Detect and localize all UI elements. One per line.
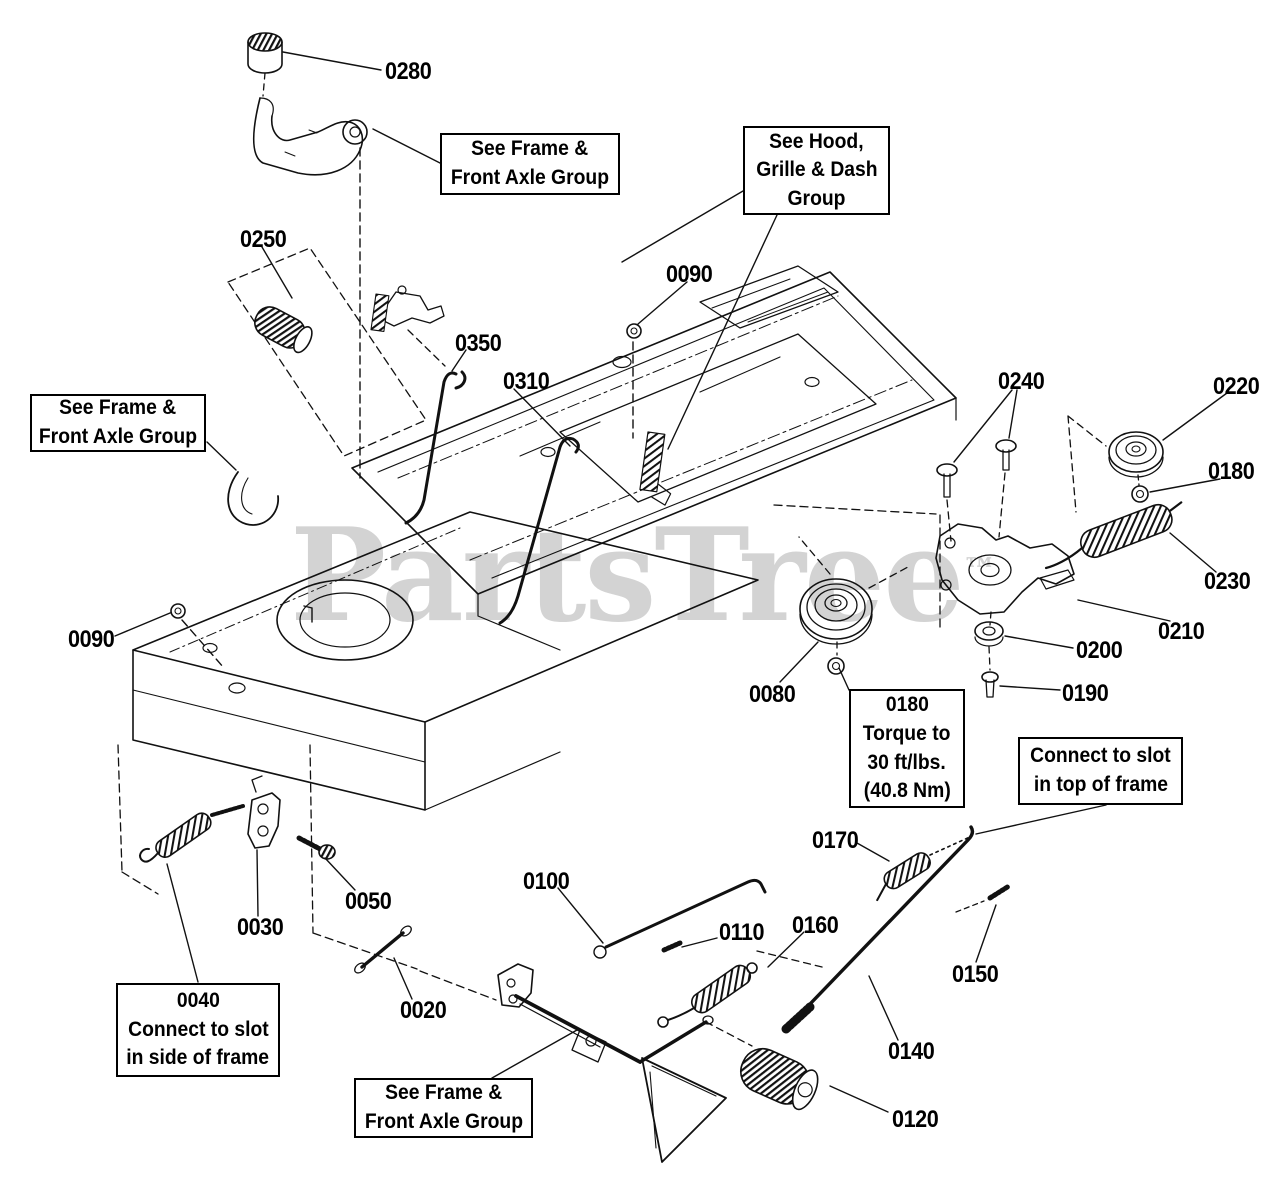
- part-label-0220: 0220: [1213, 373, 1260, 400]
- spring-0170-drawing: [876, 835, 973, 902]
- callout-line: Connect to slot: [127, 1017, 269, 1041]
- pulley-0220-drawing: [1067, 415, 1164, 513]
- callout-connect-slot-side: 0040 Connect to slot in side of frame: [116, 983, 280, 1077]
- part-label-0030: 0030: [237, 914, 284, 941]
- leader-lines: [114, 51, 1228, 1113]
- part-label-0110: 0110: [719, 919, 765, 946]
- part-label-0160: 0160: [792, 912, 839, 939]
- dash-latch-drawing: [370, 285, 672, 506]
- washer-0200-drawing: [974, 611, 1004, 647]
- part-label-0020: 0020: [400, 997, 447, 1024]
- part-label-0310: 0310: [503, 368, 550, 395]
- bolts-0240-drawing: [936, 439, 1017, 542]
- spring-0040-drawing: [117, 744, 418, 970]
- bolt-0050-drawing: [296, 835, 336, 860]
- callout-see-hood-grille-dash: See Hood, Grille & Dash Group: [743, 126, 890, 215]
- callout-line: in side of frame: [126, 1046, 270, 1070]
- rod-0100-drawing: [419, 878, 767, 1001]
- part-label-0120: 0120: [892, 1106, 939, 1133]
- rod-0310-drawing: [498, 436, 580, 625]
- callout-see-frame-front-axle-top: See Frame & Front Axle Group: [440, 133, 620, 195]
- callout-connect-slot-top: Connect to slot in top of frame: [1018, 737, 1183, 805]
- part-label-0190: 0190: [1062, 680, 1109, 707]
- part-label-0210: 0210: [1158, 618, 1205, 645]
- callout-line: See Frame &: [384, 1081, 503, 1105]
- chassis-frame-drawing: [351, 265, 957, 651]
- callout-torque-note: 0180 Torque to 30 ft/lbs. (40.8 Nm): [849, 689, 965, 808]
- part-label-0350: 0350: [455, 330, 502, 357]
- part-label-0080: 0080: [749, 681, 796, 708]
- pad-0250-drawing: [227, 247, 427, 457]
- frame-platform-drawing: [132, 471, 759, 811]
- callout-see-frame-front-axle-bottom: See Frame & Front Axle Group: [354, 1078, 533, 1138]
- trademark-symbol: ™: [962, 551, 997, 591]
- part-label-0250: 0250: [240, 226, 287, 253]
- callout-line: Group: [787, 186, 846, 210]
- screw-0190-drawing: [981, 646, 999, 698]
- nut-0180-drawing: [1131, 474, 1149, 503]
- spring-0230-drawing: [1044, 501, 1183, 570]
- part-label-0140: 0140: [888, 1038, 935, 1065]
- nut-0090-top-drawing: [626, 323, 642, 439]
- callout-line: (40.8 Nm): [863, 779, 951, 803]
- part-label-0170: 0170: [812, 827, 859, 854]
- rod-0350-drawing: [404, 329, 467, 525]
- callout-line: Torque to: [863, 721, 951, 745]
- part-label-0200: 0200: [1076, 637, 1123, 664]
- rod-0140-drawing: [781, 825, 975, 1034]
- callout-line: Front Axle Group: [364, 1110, 523, 1133]
- rod-0020-drawing: [354, 925, 412, 974]
- part-label-0150: 0150: [952, 961, 999, 988]
- pulley-0080-drawing: [798, 536, 909, 675]
- callout-see-frame-front-axle-left: See Frame & Front Axle Group: [30, 394, 206, 452]
- nut-0090-left-drawing: [170, 603, 225, 669]
- part-label-0230: 0230: [1204, 568, 1251, 595]
- part-label-0090-left: 0090: [68, 626, 115, 653]
- callout-line: 0180: [885, 693, 929, 717]
- part-label-0100: 0100: [523, 868, 570, 895]
- callout-line: 30 ft/lbs.: [867, 750, 947, 774]
- callout-line: in top of frame: [1033, 773, 1168, 796]
- callout-line: See Frame &: [59, 396, 177, 420]
- callout-line: Front Axle Group: [450, 166, 610, 189]
- callout-line: 0040: [176, 989, 220, 1013]
- callout-line: See Hood,: [769, 129, 864, 153]
- pad-0120-drawing: [740, 1047, 819, 1111]
- pedal-assembly-drawing: [497, 963, 753, 1163]
- part-label-0050: 0050: [345, 888, 392, 915]
- part-label-0090-top: 0090: [666, 261, 713, 288]
- callout-line: Grille & Dash: [755, 158, 878, 182]
- part-label-0280: 0280: [385, 58, 432, 85]
- stub-0110-drawing: [661, 940, 683, 953]
- lever-0280-drawing: [247, 32, 368, 479]
- callout-line: Connect to slot: [1030, 744, 1171, 768]
- callout-line: Front Axle Group: [38, 425, 198, 448]
- callout-line: See Frame &: [471, 137, 589, 161]
- idler-arm-0210-drawing: [773, 504, 1075, 631]
- spring-0160-drawing: [657, 950, 827, 1028]
- part-label-0180: 0180: [1208, 458, 1255, 485]
- part-label-0240: 0240: [998, 368, 1045, 395]
- stud-0150-drawing: [955, 883, 1012, 913]
- bracket-0030-drawing: [247, 775, 281, 849]
